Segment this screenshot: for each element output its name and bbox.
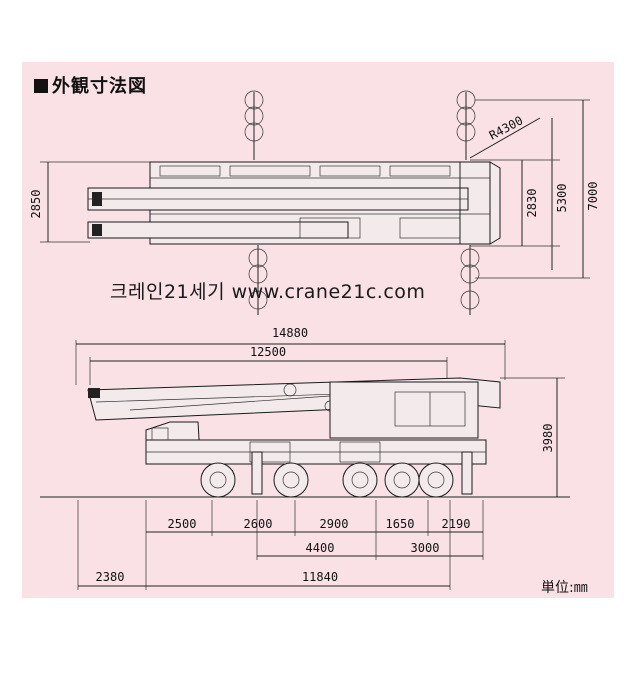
mid-dim-1: 4400 [306, 541, 335, 555]
unit-label: 単位:㎜ [541, 580, 588, 596]
plan-width-b: 5300 [555, 184, 569, 213]
bottom-dim-1: 2380 [96, 570, 125, 584]
plan-vertical-dimensions: 2830 5300 7000 [470, 99, 600, 279]
axle-spacing-5: 2190 [442, 517, 471, 531]
side-overall-length: 14880 [272, 326, 308, 340]
square-bullet-icon [34, 79, 48, 93]
page-title: 外観寸法図 [34, 72, 147, 98]
plan-width-c: 7000 [586, 182, 600, 211]
axle-spacing-2: 2600 [244, 517, 273, 531]
plan-view: 2830 5300 7000 R4300 2850 [29, 90, 600, 315]
wheel-3 [342, 462, 378, 498]
side-height: 3980 [541, 424, 555, 453]
carrier-front-cab [489, 161, 501, 245]
jib-plan [87, 221, 349, 239]
wheel-5 [418, 462, 454, 498]
plan-overall-height: 2850 [29, 190, 43, 219]
wheel-4 [384, 462, 420, 498]
watermark-text: 크레인21세기 www.crane21c.com [110, 281, 426, 303]
side-boom-length: 12500 [250, 345, 286, 359]
outrigger-rear-bottom [460, 245, 480, 315]
plan-radius-label: R4300 [487, 113, 525, 142]
title-text: 外観寸法図 [52, 76, 147, 97]
outrigger-front-top [244, 90, 264, 160]
drawing-sheet [22, 62, 614, 598]
mid-dim-2: 3000 [411, 541, 440, 555]
side-view: 14880 12500 [40, 326, 570, 590]
plan-width-a: 2830 [525, 189, 539, 218]
bottom-dim-2: 11840 [302, 570, 338, 584]
axle-spacing-3: 2900 [320, 517, 349, 531]
outrigger-front-bottom [248, 245, 268, 315]
superstructure [329, 381, 479, 439]
wheel-2 [273, 462, 309, 498]
outrigger-rear-top [456, 90, 476, 160]
axle-spacing-1: 2500 [168, 517, 197, 531]
axle-spacing-4: 1650 [386, 517, 415, 531]
wheel-1 [200, 462, 236, 498]
radius-leader [469, 117, 541, 159]
wheels [200, 462, 454, 498]
